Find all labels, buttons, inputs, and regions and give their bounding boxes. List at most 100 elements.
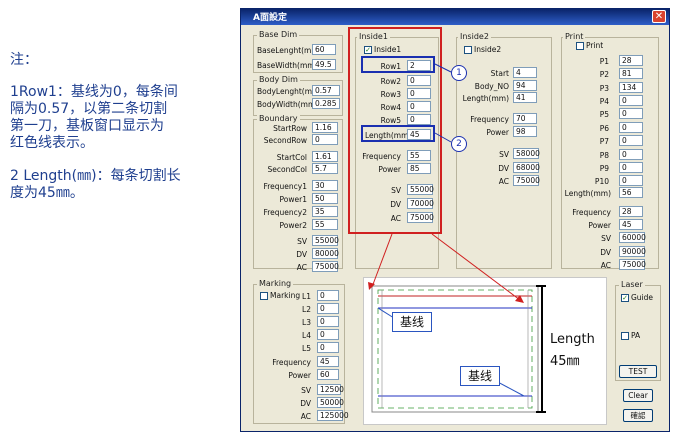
marking-power-input[interactable]: 60: [317, 369, 339, 380]
window-title: A面設定: [253, 13, 287, 23]
print-ac-label: AC: [600, 261, 611, 270]
p10-input[interactable]: 0: [619, 175, 643, 186]
close-button[interactable]: ✕: [652, 10, 666, 23]
print-length-input[interactable]: 56: [619, 187, 643, 198]
p2-input[interactable]: 81: [619, 68, 643, 79]
l3-input[interactable]: 0: [317, 316, 339, 327]
base-width-input[interactable]: 49.5: [312, 59, 336, 70]
title-bar[interactable]: A面設定 ✕: [241, 9, 669, 25]
inside1-dv-input[interactable]: 70000: [407, 198, 434, 209]
p9-input[interactable]: 0: [619, 162, 643, 173]
clear-button[interactable]: Clear: [623, 389, 653, 402]
row3-input[interactable]: 0: [407, 88, 431, 99]
marking-frequency-label: Frequency: [272, 358, 311, 367]
base-length-input[interactable]: 60: [312, 44, 336, 55]
marking-checkbox-label: Marking: [270, 291, 301, 300]
second-row-input[interactable]: 0: [312, 134, 338, 145]
boundary-sv-input[interactable]: 55000: [312, 235, 339, 246]
inside2-power-input[interactable]: 98: [513, 126, 537, 137]
marking-checkbox[interactable]: [260, 292, 268, 300]
row5-input[interactable]: 0: [407, 114, 431, 125]
power1-label: Power1: [279, 195, 307, 204]
length-highlight-box: [361, 125, 435, 142]
inside2-power-label: Power: [486, 128, 509, 137]
print-title: Print: [563, 32, 586, 41]
body-width-label: BodyWidth(mm): [257, 100, 319, 109]
print-dv-input[interactable]: 90000: [619, 246, 646, 257]
inside1-sv-input[interactable]: 55000: [407, 184, 434, 195]
frequency2-label: Frequency2: [263, 208, 307, 217]
print-ac-input[interactable]: 75000: [619, 259, 646, 270]
marking-group: [253, 284, 345, 424]
substrate-preview: 基线 基线 Length 45㎜: [363, 277, 607, 425]
inside1-frequency-input[interactable]: 55: [407, 150, 431, 161]
p1-input[interactable]: 28: [619, 55, 643, 66]
inside2-checkbox[interactable]: [464, 46, 472, 54]
frequency2-input[interactable]: 35: [312, 206, 338, 217]
p4-label: P4: [599, 97, 609, 106]
p3-input[interactable]: 134: [619, 82, 643, 93]
print-sv-input[interactable]: 60000: [619, 232, 646, 243]
body-width-input[interactable]: 0.285: [312, 98, 340, 109]
inside1-highlight-box: [348, 27, 442, 234]
frequency1-input[interactable]: 30: [312, 180, 338, 191]
l2-input[interactable]: 0: [317, 303, 339, 314]
body-length-input[interactable]: 0.57: [312, 85, 340, 96]
marking-frequency-input[interactable]: 45: [317, 356, 339, 367]
inside2-frequency-input[interactable]: 70: [513, 113, 537, 124]
p1-label: P1: [599, 57, 609, 66]
print-power-input[interactable]: 45: [619, 219, 643, 230]
inside2-body-no-label: Body_NO: [474, 82, 509, 91]
laser-title: Laser: [619, 280, 645, 289]
row2-input[interactable]: 0: [407, 75, 431, 86]
l1-label: L1: [302, 292, 311, 301]
inside1-length-input[interactable]: 45: [407, 129, 431, 140]
test-button[interactable]: TEST: [619, 365, 657, 378]
inside2-sv-input[interactable]: 58000: [513, 148, 540, 159]
print-frequency-input[interactable]: 28: [619, 206, 643, 217]
p10-label: P10: [594, 177, 609, 186]
second-col-input[interactable]: 5.7: [312, 163, 338, 174]
print-checkbox[interactable]: [576, 42, 584, 50]
inside2-start-input[interactable]: 4: [513, 67, 537, 78]
l1-input[interactable]: 0: [317, 290, 339, 301]
p5-input[interactable]: 0: [619, 108, 643, 119]
p6-input[interactable]: 0: [619, 122, 643, 133]
boundary-ac-input[interactable]: 75000: [312, 261, 339, 272]
marking-dv-input[interactable]: 50000: [317, 397, 344, 408]
second-row-label: SecondRow: [263, 136, 307, 145]
start-row-input[interactable]: 1.16: [312, 122, 338, 133]
print-power-label: Power: [588, 221, 611, 230]
marking-ac-input[interactable]: 125000: [317, 410, 349, 421]
power1-input[interactable]: 50: [312, 193, 338, 204]
base-length-label: BaseLenght(mm): [257, 46, 322, 55]
l4-label: L4: [302, 331, 311, 340]
marking-sv-label: SV: [301, 386, 311, 395]
marking-sv-input[interactable]: 12500: [317, 384, 344, 395]
inside2-body-no-input[interactable]: 94: [513, 80, 537, 91]
l4-input[interactable]: 0: [317, 329, 339, 340]
confirm-button[interactable]: 確認: [623, 409, 653, 422]
inside1-ac-input[interactable]: 75000: [407, 212, 434, 223]
row4-input[interactable]: 0: [407, 101, 431, 112]
row1-label: Row1: [380, 62, 401, 71]
p7-input[interactable]: 0: [619, 135, 643, 146]
inside1-checkbox[interactable]: ✓: [364, 46, 372, 54]
p7-label: P7: [599, 137, 609, 146]
pa-checkbox[interactable]: [621, 332, 629, 340]
row1-input[interactable]: 2: [407, 60, 431, 71]
power2-input[interactable]: 55: [312, 219, 338, 230]
inside2-length-input[interactable]: 41: [513, 92, 537, 103]
p8-input[interactable]: 0: [619, 149, 643, 160]
guide-checkbox[interactable]: ✓: [621, 294, 629, 302]
boundary-dv-input[interactable]: 80000: [312, 248, 339, 259]
inside2-ac-input[interactable]: 75000: [513, 175, 540, 186]
p4-input[interactable]: 0: [619, 95, 643, 106]
l5-input[interactable]: 0: [317, 342, 339, 353]
inside2-dv-input[interactable]: 68000: [513, 162, 540, 173]
base-width-label: BaseWidth(mm): [257, 61, 318, 70]
start-col-input[interactable]: 1.61: [312, 151, 338, 162]
inside1-power-input[interactable]: 85: [407, 163, 431, 174]
note-1-line2: 隔为0.57，以第二条切割: [10, 101, 168, 117]
baseline-pointer-top: [377, 307, 395, 319]
